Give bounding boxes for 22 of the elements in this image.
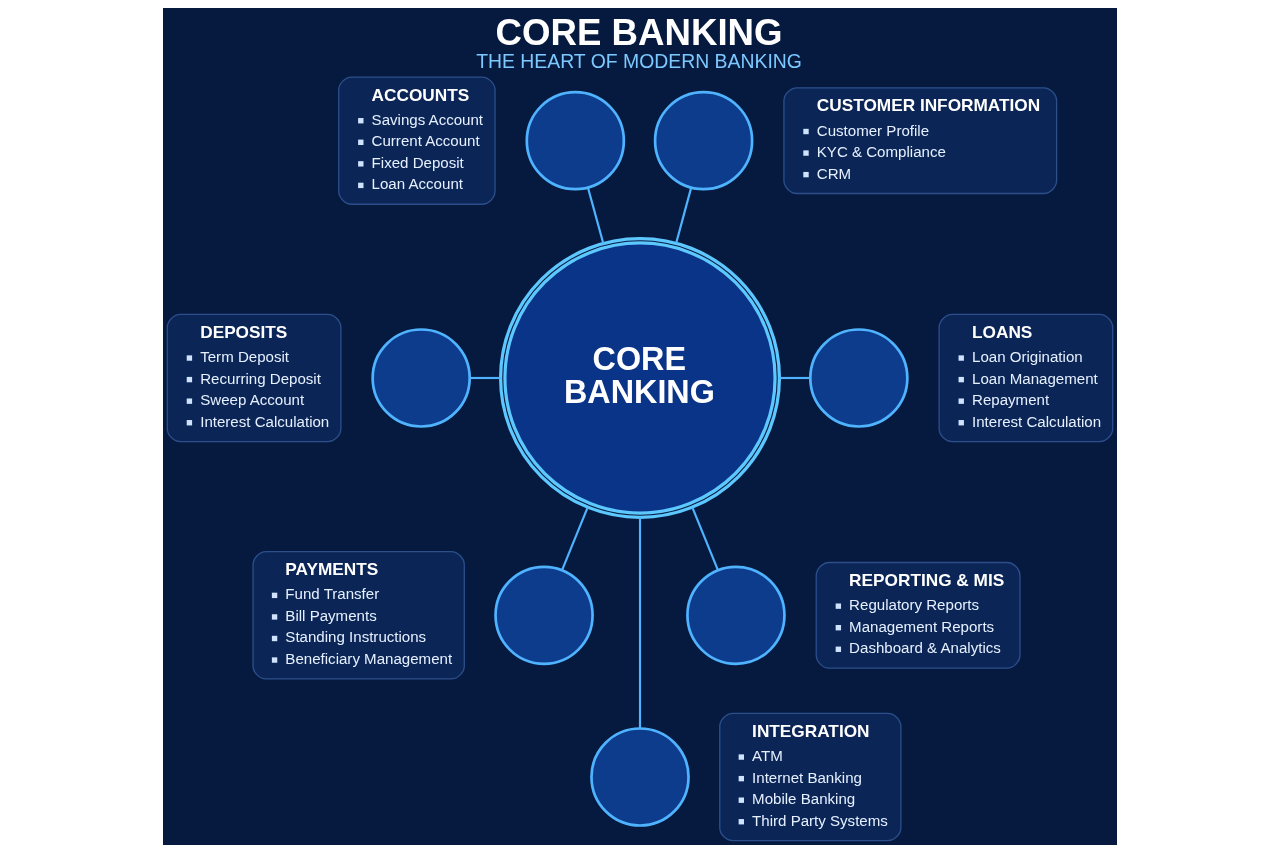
- node-circle: CORE BANKING: [499, 236, 781, 519]
- node-circle: [590, 727, 690, 827]
- connector: [779, 376, 811, 380]
- node-box: PAYMENTS Fund Transfer Bill Payments Standing Instructions Beneficiary Management: [252, 551, 465, 680]
- node-circle: [653, 90, 754, 191]
- node-box: INTEGRATION ATM Internet Banking Mobile Banking Third Party Systems: [719, 712, 902, 842]
- node-circle: [371, 328, 472, 428]
- node-box: REPORTING & MIS Regulatory Reports Management Reports Dashboard & Analytics: [815, 561, 1021, 669]
- node-circle: [525, 90, 626, 191]
- node-box: LOANS Loan Origination Loan Management Repayment Interest Calculation: [938, 313, 1114, 443]
- node-circle: [808, 328, 909, 428]
- connector: [691, 506, 719, 571]
- connector: [561, 506, 589, 571]
- node-circle: [686, 565, 786, 666]
- node-box: CUSTOMER INFORMATION Customer Profile KYC & Compliance CRM: [783, 87, 1058, 195]
- connector: [469, 376, 501, 380]
- node-box: ACCOUNTS Savings Account Current Account Fixed Deposit Loan Account: [338, 76, 496, 205]
- connector: [638, 517, 642, 729]
- connector: [675, 187, 693, 244]
- node-box: DEPOSITS Term Deposit Recurring Deposit Sweep Account Interest Calculation: [166, 313, 342, 443]
- connector: [586, 187, 605, 244]
- node-circle: [494, 565, 594, 666]
